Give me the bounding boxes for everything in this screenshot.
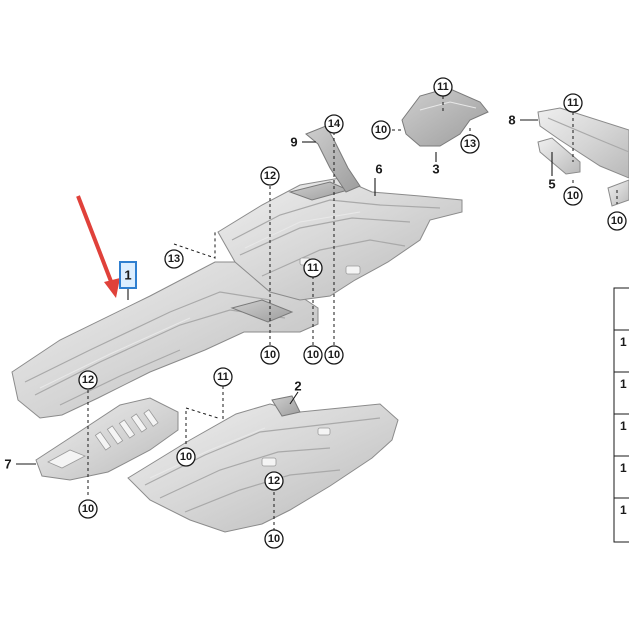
part-label-9: 9	[290, 135, 297, 150]
svg-text:11: 11	[307, 262, 319, 274]
part-label-5: 5	[548, 177, 555, 192]
parts-table-edge: 1 1 1 1 1	[613, 287, 629, 543]
svg-text:10: 10	[82, 503, 94, 515]
callout-10: 10	[371, 120, 391, 140]
callout-10: 10	[176, 447, 196, 467]
svg-text:10: 10	[567, 190, 579, 202]
svg-text:10: 10	[268, 533, 280, 545]
red-pointer-arrow	[76, 195, 120, 298]
part-2-shield	[127, 395, 399, 533]
part-label-2: 2	[294, 379, 301, 394]
callout-11: 11	[213, 367, 233, 387]
table-row-number: 1	[620, 335, 627, 349]
callout-10: 10	[264, 529, 284, 549]
svg-text:12: 12	[268, 475, 280, 487]
part-label-3: 3	[432, 162, 439, 177]
callout-10: 10	[78, 499, 98, 519]
callout-11: 11	[303, 258, 323, 278]
part-label-6: 6	[375, 162, 382, 177]
svg-text:12: 12	[82, 374, 94, 386]
part-5-strip	[537, 137, 581, 175]
part-label-8: 8	[508, 113, 515, 128]
callout-10: 10	[563, 186, 583, 206]
svg-text:11: 11	[567, 97, 579, 109]
table-row-number: 1	[620, 461, 627, 475]
svg-text:10: 10	[264, 349, 276, 361]
part-1-highlight-box	[119, 261, 137, 289]
svg-text:12: 12	[264, 170, 276, 182]
callout-13: 13	[460, 134, 480, 154]
callout-13: 13	[164, 249, 184, 269]
part-7-vent-slots	[94, 409, 159, 451]
table-row-number: 1	[620, 377, 627, 391]
svg-text:10: 10	[180, 451, 192, 463]
svg-text:10: 10	[307, 349, 319, 361]
svg-text:14: 14	[328, 118, 341, 130]
callout-11: 11	[563, 93, 583, 113]
callout-10: 10	[260, 345, 280, 365]
callout-12: 12	[78, 370, 98, 390]
part-label-7: 7	[4, 457, 11, 472]
callout-14: 14	[324, 114, 344, 134]
svg-text:10: 10	[328, 349, 340, 361]
svg-text:13: 13	[464, 138, 476, 150]
part-6-shield	[217, 177, 463, 301]
svg-text:11: 11	[217, 371, 229, 383]
callout-11: 11	[433, 77, 453, 97]
callout-10: 10	[607, 211, 627, 231]
svg-text:11: 11	[437, 81, 449, 93]
leader-lines	[16, 96, 618, 530]
table-row-number: 1	[620, 419, 627, 433]
callout-10: 10	[303, 345, 323, 365]
callout-10: 10	[324, 345, 344, 365]
svg-text:13: 13	[168, 253, 180, 265]
svg-text:10: 10	[375, 124, 387, 136]
callout-12: 12	[264, 471, 284, 491]
callout-12: 12	[260, 166, 280, 186]
part-7-shield	[35, 397, 179, 481]
table-row-number: 1	[620, 503, 627, 517]
part-label-1: 1	[124, 268, 131, 283]
svg-text:10: 10	[611, 215, 623, 227]
